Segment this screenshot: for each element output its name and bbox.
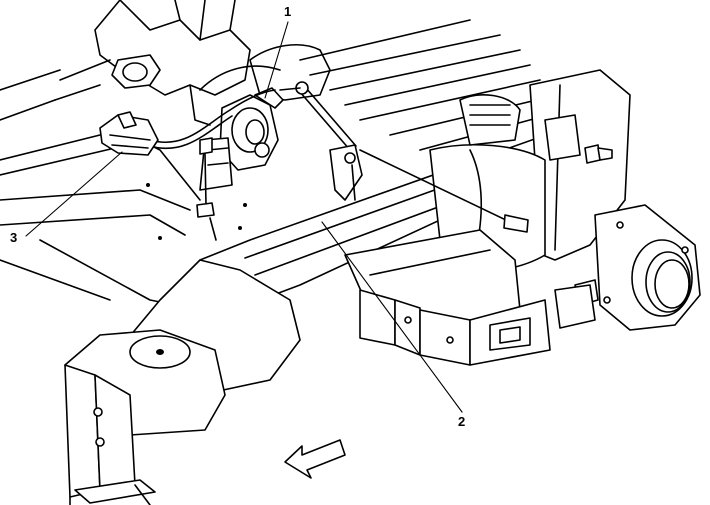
callout-leaders xyxy=(25,21,463,413)
callout-2-label: 2 xyxy=(458,414,465,429)
wiring-harness xyxy=(99,87,301,156)
crossmember xyxy=(344,94,596,366)
arrow-front-icon xyxy=(284,439,346,479)
callout-1-label: 1 xyxy=(284,4,291,19)
steering-knuckle xyxy=(529,69,701,331)
upper-frame-structure xyxy=(0,0,331,126)
callout-3-label: 3 xyxy=(10,230,17,245)
sensor-link xyxy=(295,81,529,233)
callout-labels: 1 2 3 xyxy=(10,4,465,429)
height-sensor xyxy=(196,87,284,241)
frame-bracket xyxy=(64,259,301,505)
